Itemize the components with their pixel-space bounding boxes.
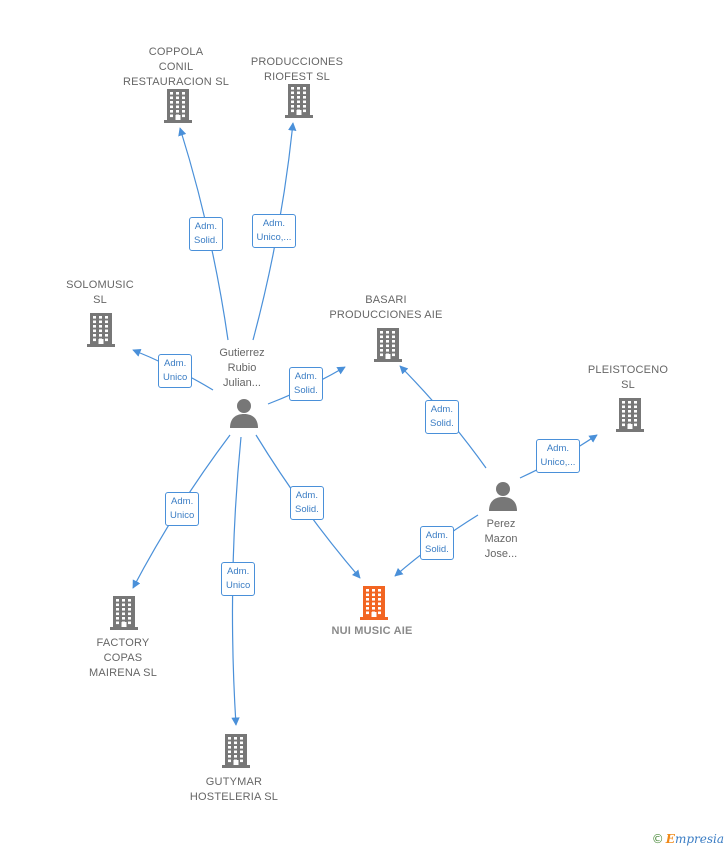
edge-label-gutierrez-riofest[interactable]: Adm. Unico,... — [251, 214, 297, 248]
building-icon — [360, 586, 388, 620]
copyright-icon: © — [651, 832, 664, 846]
brand-watermark: ©Empresia — [652, 832, 724, 846]
edge-label-perez-pleistoceno[interactable]: Adm. Unico,... — [535, 439, 581, 473]
company-node-solomusic[interactable] — [87, 313, 115, 352]
person-icon — [489, 482, 517, 511]
company-label-solomusic: SOLOMUSIC SL — [66, 279, 134, 306]
building-icon — [374, 328, 402, 362]
building-icon — [110, 596, 138, 630]
edge-label-gutierrez-nui[interactable]: Adm. Solid. — [290, 486, 324, 520]
edge-label-gutierrez-basari[interactable]: Adm. Solid. — [289, 367, 323, 401]
edge-label-perez-nui[interactable]: Adm. Solid. — [420, 526, 454, 560]
company-node-factory[interactable] — [110, 596, 138, 635]
brand-name: mpresia — [674, 832, 724, 846]
person-label-gutierrez: Gutierrez Rubio Julian... — [219, 347, 265, 389]
edge-label-gutierrez-solomusic[interactable]: Adm. Unico — [158, 354, 193, 388]
brand-initial: E — [665, 832, 675, 846]
company-node-basari[interactable] — [374, 328, 402, 367]
person-node-gutierrez[interactable] — [229, 398, 259, 433]
company-label-coppola: COPPOLA CONIL RESTAURACION SL — [122, 46, 230, 88]
building-icon — [616, 398, 644, 432]
company-label-factory: FACTORY COPAS MAIRENA SL — [88, 637, 158, 679]
company-label-riofest: PRODUCCIONES RIOFEST SL — [250, 56, 344, 83]
person-node-perez[interactable] — [488, 481, 518, 516]
person-icon — [230, 399, 258, 428]
company-node-coppola[interactable] — [164, 89, 192, 128]
edge-label-gutierrez-coppola[interactable]: Adm. Solid. — [189, 217, 223, 251]
company-node-pleistoceno[interactable] — [616, 398, 644, 437]
building-icon — [164, 89, 192, 123]
building-icon — [87, 313, 115, 347]
building-icon — [285, 84, 313, 118]
company-node-nui[interactable] — [360, 586, 388, 625]
company-label-nui: NUI MUSIC AIE — [331, 625, 413, 637]
edge-label-perez-basari[interactable]: Adm. Solid. — [425, 400, 459, 434]
edge-label-gutierrez-gutymar[interactable]: Adm. Unico — [221, 562, 256, 596]
company-node-gutymar[interactable] — [222, 734, 250, 773]
person-label-perez: Perez Mazon Jose... — [484, 518, 518, 560]
company-label-pleistoceno: PLEISTOCENO SL — [587, 364, 669, 391]
company-label-basari: BASARI PRODUCCIONES AIE — [329, 294, 443, 321]
building-icon — [222, 734, 250, 768]
company-node-riofest[interactable] — [285, 84, 313, 123]
company-label-gutymar: GUTYMAR HOSTELERIA SL — [189, 776, 279, 803]
edge-label-gutierrez-factory[interactable]: Adm. Unico — [165, 492, 200, 526]
